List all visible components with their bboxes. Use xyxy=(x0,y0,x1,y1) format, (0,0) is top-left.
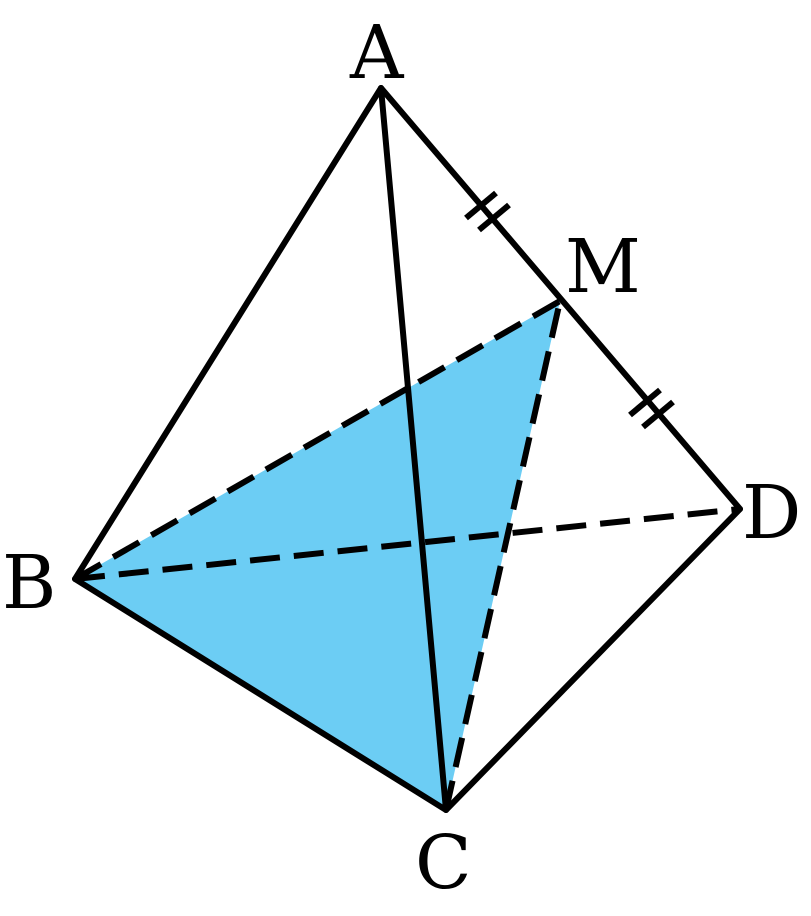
edge-cd xyxy=(443,506,743,813)
edge-ab xyxy=(72,85,384,582)
tick-mark-md xyxy=(628,387,675,430)
edge-bd-dashed xyxy=(74,506,741,582)
vertex-label-a: A xyxy=(349,10,405,96)
midpoint-label-m: M xyxy=(565,224,641,310)
vertex-label-d: D xyxy=(742,470,801,556)
segment-bm-dashed xyxy=(73,298,562,582)
vertex-label-b: B xyxy=(2,540,56,626)
edge-ad xyxy=(378,85,743,512)
tick-mark-am xyxy=(464,190,511,233)
vertex-label-c: C xyxy=(415,820,472,906)
edge-bc xyxy=(72,576,449,813)
edge-ac xyxy=(378,85,449,813)
